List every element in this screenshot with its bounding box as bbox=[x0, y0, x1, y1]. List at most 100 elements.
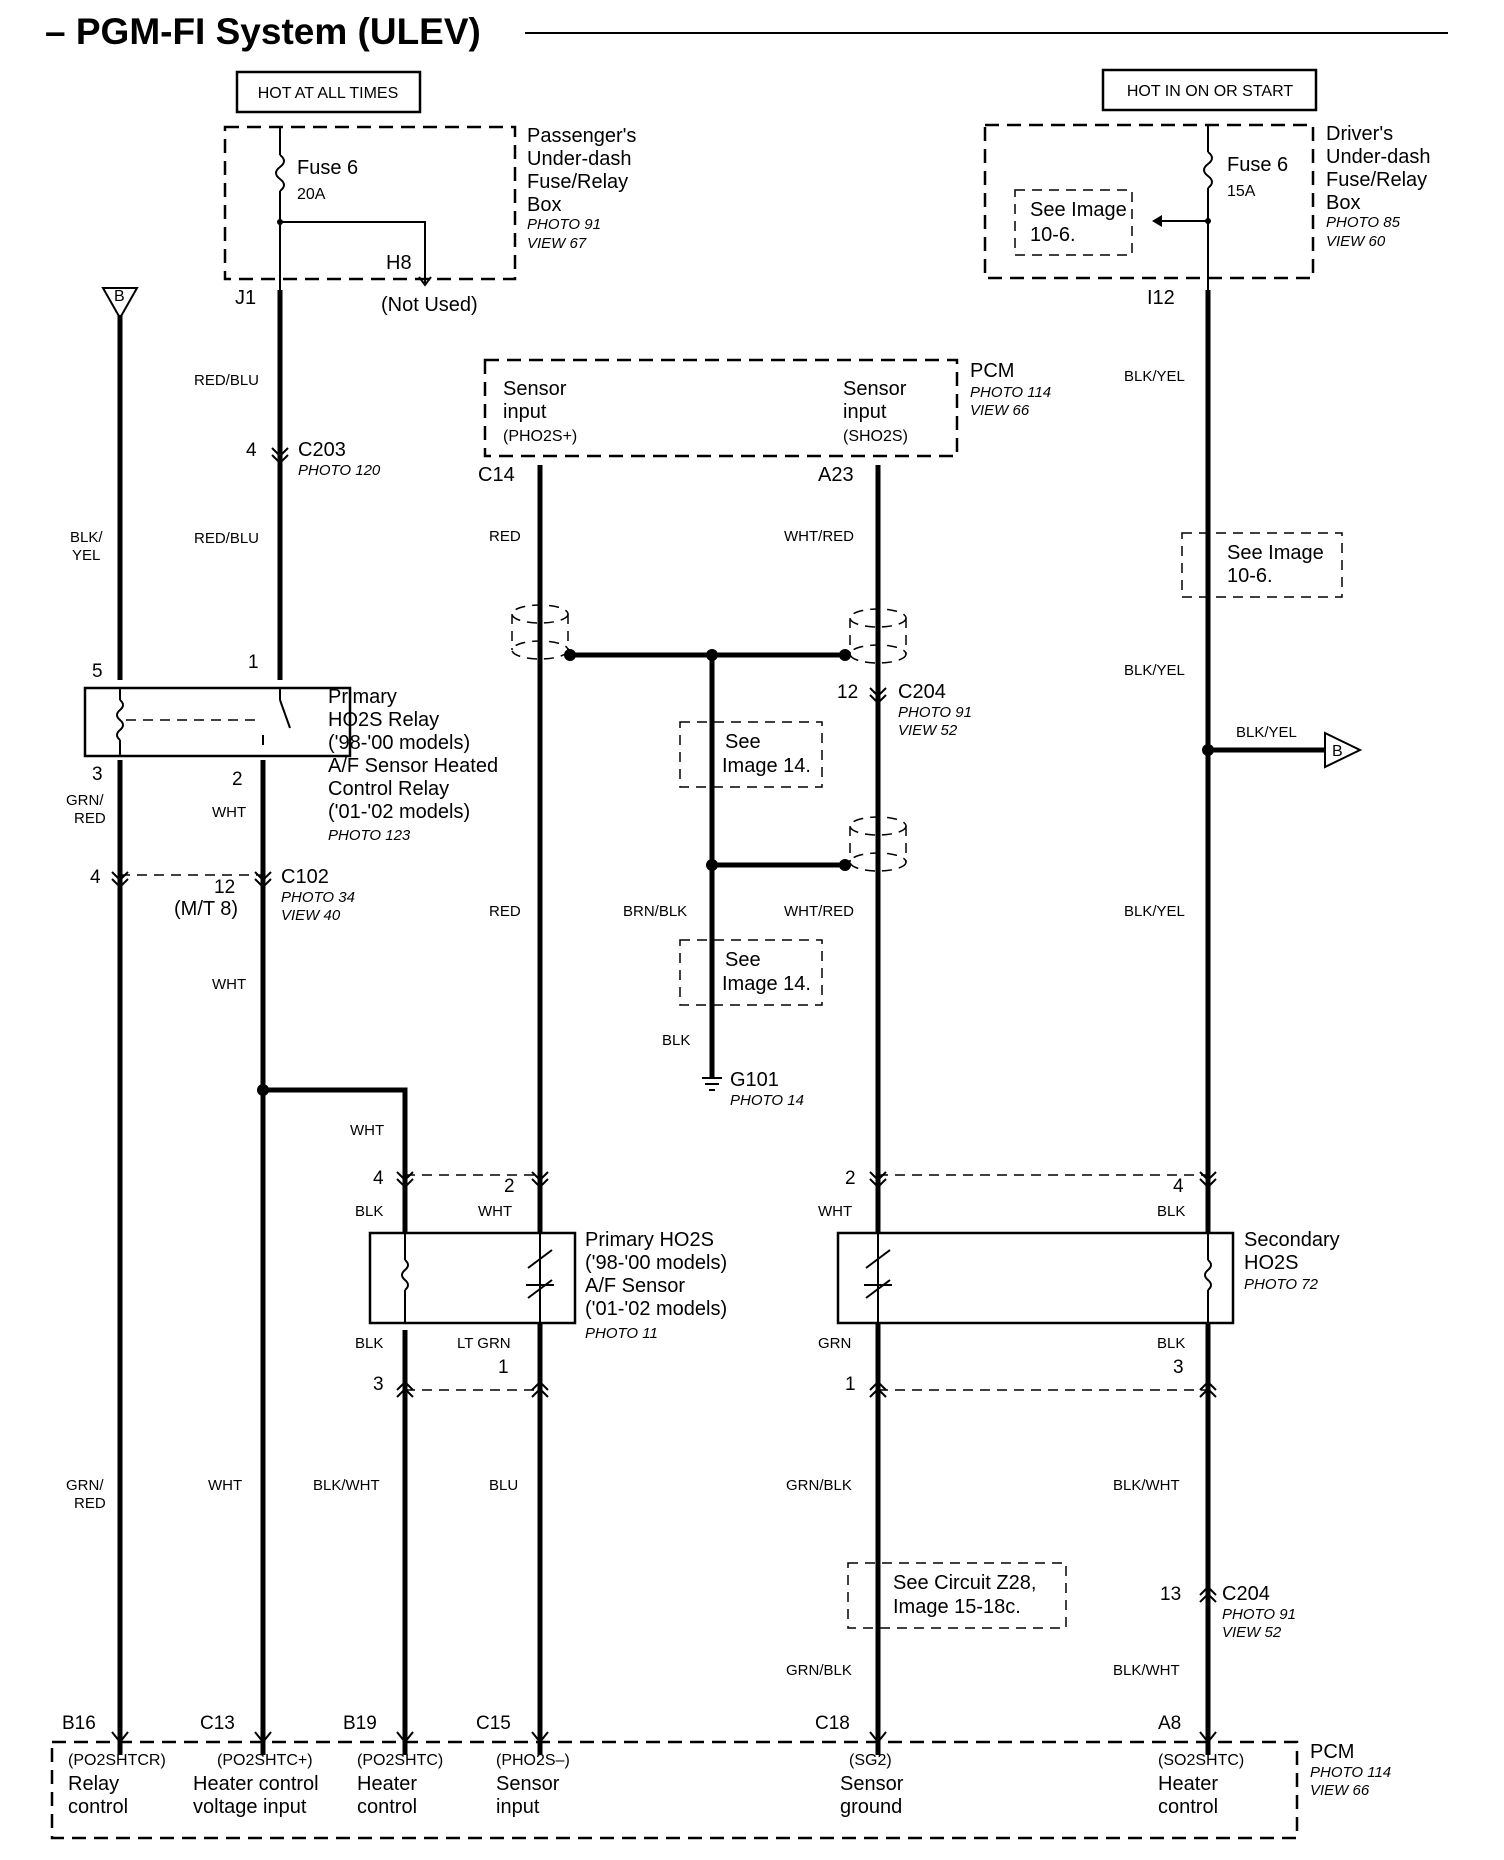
see-image-14-b-1: See bbox=[725, 949, 761, 971]
pcm-terminal-b16: B16 (PO2SHTCR) Relay control bbox=[62, 1713, 166, 1818]
passenger-fuse-name: Fuse 6 bbox=[297, 157, 358, 179]
svg-text:voltage input: voltage input bbox=[193, 1796, 307, 1818]
see-image-14-b-box bbox=[679, 939, 823, 1006]
primary-pin-1: 1 bbox=[498, 1357, 509, 1378]
primary-pin-4: 4 bbox=[373, 1168, 384, 1189]
relay-pin-1: 1 bbox=[248, 652, 259, 673]
wire-labels: RED/BLU RED/BLU BLK/ YEL RED WHT/RED BLK… bbox=[66, 368, 1297, 1679]
svg-text:GRN/: GRN/ bbox=[66, 792, 104, 809]
secondary-pin-3: 3 bbox=[1173, 1357, 1184, 1378]
passenger-fuse-amps: 20A bbox=[297, 186, 326, 203]
passenger-box-name-1: Passenger's bbox=[527, 125, 636, 147]
svg-text:(PO2SHTCR): (PO2SHTCR) bbox=[68, 1752, 166, 1769]
svg-text:(PO2SHTC+): (PO2SHTC+) bbox=[217, 1752, 313, 1769]
relay-pin-3: 3 bbox=[92, 764, 103, 785]
ground-photo: PHOTO 14 bbox=[730, 1092, 804, 1109]
svg-text:RED/BLU: RED/BLU bbox=[194, 372, 259, 389]
svg-text:BLK/YEL: BLK/YEL bbox=[1124, 903, 1185, 920]
branch-b-out-triangle bbox=[1324, 731, 1363, 769]
ground-symbol bbox=[702, 1077, 722, 1091]
hot-at-all-times-box bbox=[235, 70, 422, 114]
pcm-bottom-photo: PHOTO 114 bbox=[1310, 1764, 1391, 1781]
hot-at-all-times-label: HOT AT ALL TIMES bbox=[258, 85, 399, 102]
svg-text:GRN: GRN bbox=[818, 1335, 851, 1352]
svg-text:BLK/YEL: BLK/YEL bbox=[1124, 368, 1185, 385]
driver-box-name-1: Driver's bbox=[1326, 123, 1393, 145]
c204-bot-name: C204 bbox=[1222, 1583, 1270, 1605]
shield-symbol-wht-red-top bbox=[849, 608, 907, 664]
svg-text:BLK: BLK bbox=[1157, 1203, 1185, 1220]
c102-pin-right: 12 bbox=[214, 877, 235, 898]
svg-text:GRN/: GRN/ bbox=[66, 1477, 104, 1494]
c102-view: VIEW 40 bbox=[281, 907, 341, 924]
relay-line-5: Control Relay bbox=[328, 778, 449, 800]
pcm-right-line2: input bbox=[843, 401, 887, 423]
driver-fuse-name: Fuse 6 bbox=[1227, 154, 1288, 176]
driver-see-image-2: 10-6. bbox=[1030, 224, 1076, 246]
secondary-ho2s-line-2: HO2S bbox=[1244, 1252, 1298, 1274]
relay-line-3: ('98-'00 models) bbox=[328, 732, 470, 754]
primary-ho2s-line-2: ('98-'00 models) bbox=[585, 1252, 727, 1274]
branch-b-in-triangle bbox=[101, 287, 139, 321]
c204-top-photo: PHOTO 91 bbox=[898, 704, 972, 721]
fuse-symbol bbox=[275, 154, 285, 192]
relay-pin-2: 2 bbox=[232, 769, 243, 790]
driver-box-photo: PHOTO 85 bbox=[1326, 214, 1401, 231]
pcm-top-name: PCM bbox=[970, 360, 1014, 382]
c204-top-name: C204 bbox=[898, 681, 946, 703]
svg-text:BRN/BLK: BRN/BLK bbox=[623, 903, 687, 920]
see-circuit-1: See Circuit Z28, bbox=[893, 1572, 1036, 1594]
hot-in-on-box bbox=[1101, 68, 1318, 112]
relay-switch bbox=[279, 699, 291, 729]
c102-pin-left: 4 bbox=[90, 867, 101, 888]
c102-photo: PHOTO 34 bbox=[281, 889, 355, 906]
terminal-h8: H8 bbox=[386, 252, 412, 274]
c204-bot-pin: 13 bbox=[1160, 1584, 1181, 1605]
svg-text:(PHO2S–): (PHO2S–) bbox=[496, 1752, 570, 1769]
svg-text:RED: RED bbox=[74, 810, 106, 827]
branch-b-out-label: B bbox=[1332, 743, 1343, 760]
primary-ho2s-line-3: A/F Sensor bbox=[585, 1275, 685, 1297]
svg-text:C15: C15 bbox=[476, 1713, 511, 1734]
primary-pin-3: 3 bbox=[373, 1374, 384, 1395]
c204-bot-photo: PHOTO 91 bbox=[1222, 1606, 1296, 1623]
pcm-terminal-c15: C15 (PHO2S–) Sensor input bbox=[476, 1713, 570, 1818]
branch-b-in-label: B bbox=[114, 288, 125, 305]
svg-text:BLK/WHT: BLK/WHT bbox=[1113, 1662, 1180, 1679]
hot-in-on-label: HOT IN ON OR START bbox=[1127, 83, 1293, 100]
pin-c14: C14 bbox=[478, 464, 515, 486]
pcm-bottom-box bbox=[50, 1740, 1299, 1840]
svg-text:RED/BLU: RED/BLU bbox=[194, 530, 259, 547]
svg-text:control: control bbox=[357, 1796, 417, 1818]
driver-see-image-1: See Image bbox=[1030, 199, 1127, 221]
c204-top-view: VIEW 52 bbox=[898, 722, 958, 739]
passenger-box-view: VIEW 67 bbox=[527, 235, 587, 252]
primary-pin-2: 2 bbox=[504, 1176, 515, 1197]
page-title: – PGM-FI System (ULEV) bbox=[45, 11, 481, 52]
pcm-left-signal: (PHO2S+) bbox=[503, 428, 577, 445]
svg-text:WHT: WHT bbox=[212, 804, 246, 821]
svg-text:RED: RED bbox=[74, 1495, 106, 1512]
pin-a23: A23 bbox=[818, 464, 854, 486]
pcm-left-line2: input bbox=[503, 401, 547, 423]
relay-line-2: HO2S Relay bbox=[328, 709, 439, 731]
svg-text:(SG2): (SG2) bbox=[849, 1752, 892, 1769]
svg-text:BLK/WHT: BLK/WHT bbox=[313, 1477, 380, 1494]
relay-line-4: A/F Sensor Heated bbox=[328, 755, 498, 777]
pcm-terminal-a8: A8 (SO2SHTC) Heater control bbox=[1158, 1713, 1244, 1818]
svg-text:ground: ground bbox=[840, 1796, 902, 1818]
c102-mt: (M/T 8) bbox=[174, 898, 238, 920]
svg-text:Sensor: Sensor bbox=[496, 1773, 560, 1795]
see-image-10-6-2: 10-6. bbox=[1227, 565, 1273, 587]
svg-text:BLK/YEL: BLK/YEL bbox=[1236, 724, 1297, 741]
c204-top-pin: 12 bbox=[837, 682, 858, 703]
ground-name: G101 bbox=[730, 1069, 779, 1091]
passenger-box-photo: PHOTO 91 bbox=[527, 216, 601, 233]
see-circuit-2: Image 15-18c. bbox=[893, 1596, 1021, 1618]
c102-name: C102 bbox=[281, 866, 329, 888]
svg-text:B19: B19 bbox=[343, 1713, 377, 1734]
secondary-ho2s bbox=[836, 1231, 1235, 1325]
secondary-heater-element bbox=[1204, 1259, 1212, 1291]
svg-text:YEL: YEL bbox=[72, 547, 100, 564]
